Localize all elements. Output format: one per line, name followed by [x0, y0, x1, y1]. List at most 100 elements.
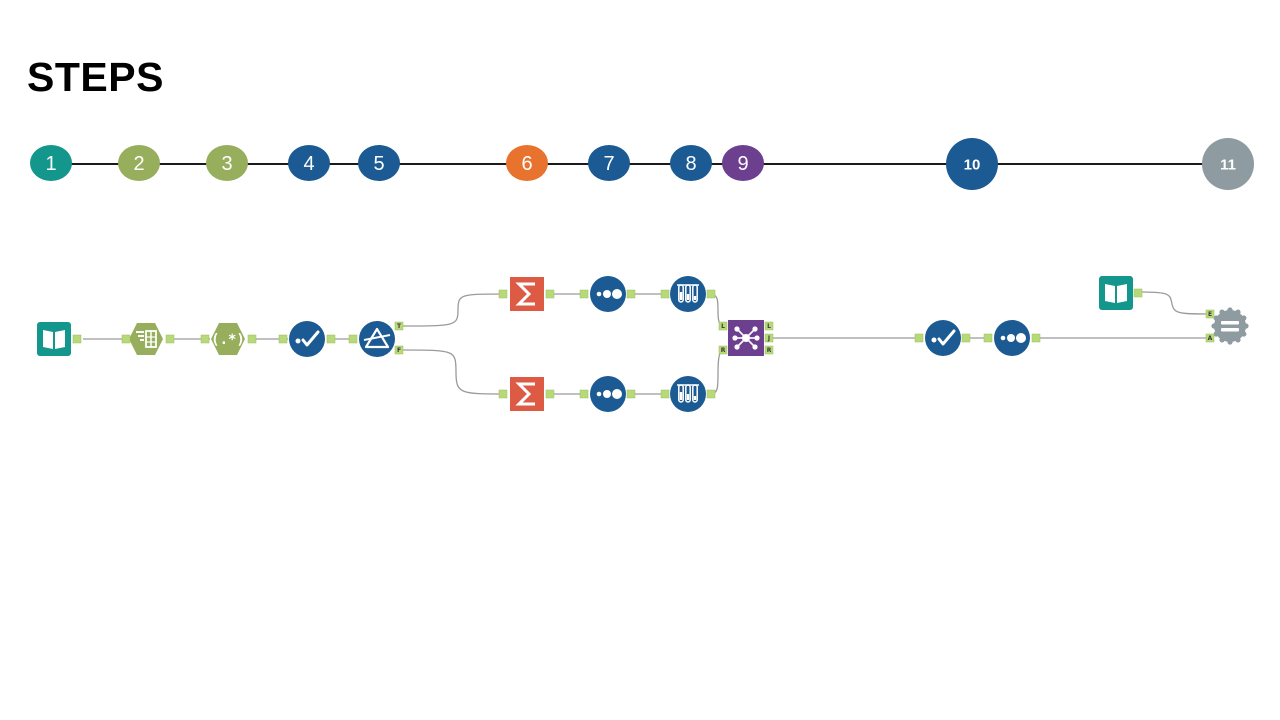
tool-join[interactable] [728, 320, 764, 356]
anchor-sample-top-out[interactable] [626, 289, 636, 299]
step-1: 1 [30, 145, 72, 181]
regex-icon: (.*) [211, 323, 245, 355]
anchor-join-left-in[interactable]: L [718, 321, 728, 331]
anchor-select-2-out[interactable] [961, 333, 971, 343]
text-to-columns-icon [129, 323, 163, 355]
tool-text-to-columns[interactable] [129, 323, 163, 355]
step-circle [506, 145, 548, 181]
anchor-text-to-columns-in[interactable] [121, 334, 131, 344]
step-5: 5 [358, 145, 400, 181]
anchor-sample-bottom-in[interactable] [579, 389, 589, 399]
step-number: 3 [221, 153, 232, 175]
tool-input-1[interactable] [37, 322, 71, 356]
step-3: 3 [206, 145, 248, 181]
connector-line [401, 293, 508, 327]
step-number: 9 [737, 153, 748, 175]
step-circle [722, 145, 764, 181]
book-icon [37, 322, 71, 356]
tool-select-2[interactable] [925, 320, 961, 356]
tool-summarize-top[interactable] [510, 277, 544, 311]
sample-dots-icon [994, 320, 1030, 356]
anchor-test-tubes-top-in[interactable] [660, 289, 670, 299]
select-check-icon [925, 320, 961, 356]
anchor-sample-2-in[interactable] [983, 333, 993, 343]
filter-triangle-icon [359, 321, 395, 357]
step-number: 7 [603, 153, 614, 175]
anchor-select-1-in[interactable] [278, 334, 288, 344]
svg-text:(.*): (.*) [211, 332, 245, 348]
test-tubes-icon [670, 376, 706, 412]
anchor-filter-true-label: T [397, 323, 402, 330]
anchor-join-right-in[interactable]: R [718, 345, 728, 355]
tool-test-tubes-top[interactable] [670, 276, 706, 312]
select-check-icon [289, 321, 325, 357]
sigma-icon [510, 377, 544, 411]
anchor-input-1-out[interactable] [72, 334, 82, 344]
anchor-join-right-in-label: R [721, 347, 726, 354]
anchor-regex-out[interactable] [247, 334, 257, 344]
connector-line [709, 349, 728, 395]
anchor-filter-false[interactable]: F [394, 345, 404, 355]
anchor-select-2-in[interactable] [914, 333, 924, 343]
tool-filter[interactable] [359, 321, 395, 357]
step-9: 9 [722, 145, 764, 181]
connector-line [1139, 291, 1213, 315]
tool-sample-bottom[interactable] [590, 376, 626, 412]
tool-sample-top[interactable] [590, 276, 626, 312]
step-number: 1 [45, 153, 56, 175]
anchor-input-2-out[interactable] [1133, 288, 1143, 298]
test-tubes-icon [670, 276, 706, 312]
anchor-summarize-top-in[interactable] [498, 289, 508, 299]
anchor-summarize-top-out[interactable] [545, 289, 555, 299]
anchor-summarize-bottom-in[interactable] [498, 389, 508, 399]
step-2: 2 [118, 145, 160, 181]
step-number: 6 [521, 153, 532, 175]
tool-input-2[interactable] [1099, 276, 1133, 310]
anchor-join-right-out[interactable]: R [764, 345, 774, 355]
anchor-join-joined-out-label: J [767, 335, 770, 342]
step-circle [670, 145, 712, 181]
step-11: 11 [1202, 138, 1254, 190]
tool-sample-2[interactable] [994, 320, 1030, 356]
step-number: 11 [1220, 156, 1236, 173]
tool-regex[interactable]: (.*) [211, 323, 245, 355]
page-title: STEPS [27, 54, 164, 100]
step-circle [588, 145, 630, 181]
step-circle [206, 145, 248, 181]
steps-timeline: 1 2 3 4 5 6 7 8 9 10 11 [30, 138, 1254, 190]
step-number: 4 [303, 153, 314, 175]
anchor-test-tubes-bottom-out[interactable] [706, 389, 716, 399]
anchor-test-tubes-bottom-in[interactable] [660, 389, 670, 399]
anchor-join-joined-out[interactable]: J [764, 333, 774, 343]
step-number: 2 [133, 153, 144, 175]
anchor-text-to-columns-out[interactable] [165, 334, 175, 344]
anchor-join-left-out-label: L [767, 323, 771, 330]
tool-compare[interactable] [1211, 307, 1249, 345]
anchor-regex-in[interactable] [200, 334, 210, 344]
anchor-sample-top-in[interactable] [579, 289, 589, 299]
anchor-join-left-out[interactable]: L [764, 321, 774, 331]
step-number: 8 [685, 153, 696, 175]
anchor-filter-true[interactable]: T [394, 321, 404, 331]
anchor-sample-bottom-out[interactable] [626, 389, 636, 399]
step-4: 4 [288, 145, 330, 181]
anchor-compare-expected[interactable]: E [1205, 309, 1215, 319]
tool-select-1[interactable] [289, 321, 325, 357]
step-7: 7 [588, 145, 630, 181]
connector-line [401, 349, 508, 395]
tool-test-tubes-bottom[interactable] [670, 376, 706, 412]
anchor-summarize-bottom-out[interactable] [545, 389, 555, 399]
anchor-select-1-out[interactable] [326, 334, 336, 344]
anchor-sample-2-out[interactable] [1031, 333, 1041, 343]
anchor-filter-in[interactable] [348, 334, 358, 344]
step-circle [30, 145, 72, 181]
tool-summarize-bottom[interactable] [510, 377, 544, 411]
anchor-test-tubes-top-out[interactable] [706, 289, 716, 299]
sample-dots-icon [590, 276, 626, 312]
anchor-compare-actual[interactable]: A [1205, 333, 1215, 343]
anchor-join-right-out-label: R [767, 347, 772, 354]
step-number: 10 [964, 156, 981, 173]
anchor-join-left-in-label: L [721, 323, 725, 330]
step-circle [946, 138, 998, 190]
